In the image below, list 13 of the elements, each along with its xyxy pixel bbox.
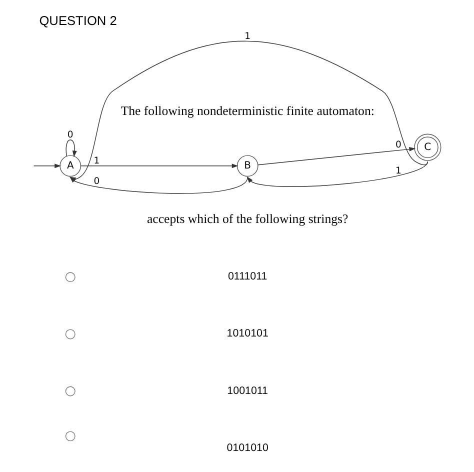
edge-label: 0 [94, 176, 100, 187]
label: 1001011 [227, 384, 268, 396]
edge-label: 0 [395, 139, 402, 150]
edge-label: 1 [94, 154, 100, 166]
label: 1010101 [226, 327, 268, 340]
label: 0101010 [226, 441, 268, 454]
edge-label: 1 [244, 30, 251, 42]
edge-label: 0 [67, 128, 74, 140]
label: accepts which of the following strings? [146, 212, 348, 226]
edge-label: 1 [395, 164, 402, 176]
diagram-title: QUESTION 2 [39, 12, 117, 28]
label: 0111011 [228, 270, 268, 282]
label: The following nondeterministic finite automaton: [120, 103, 374, 118]
